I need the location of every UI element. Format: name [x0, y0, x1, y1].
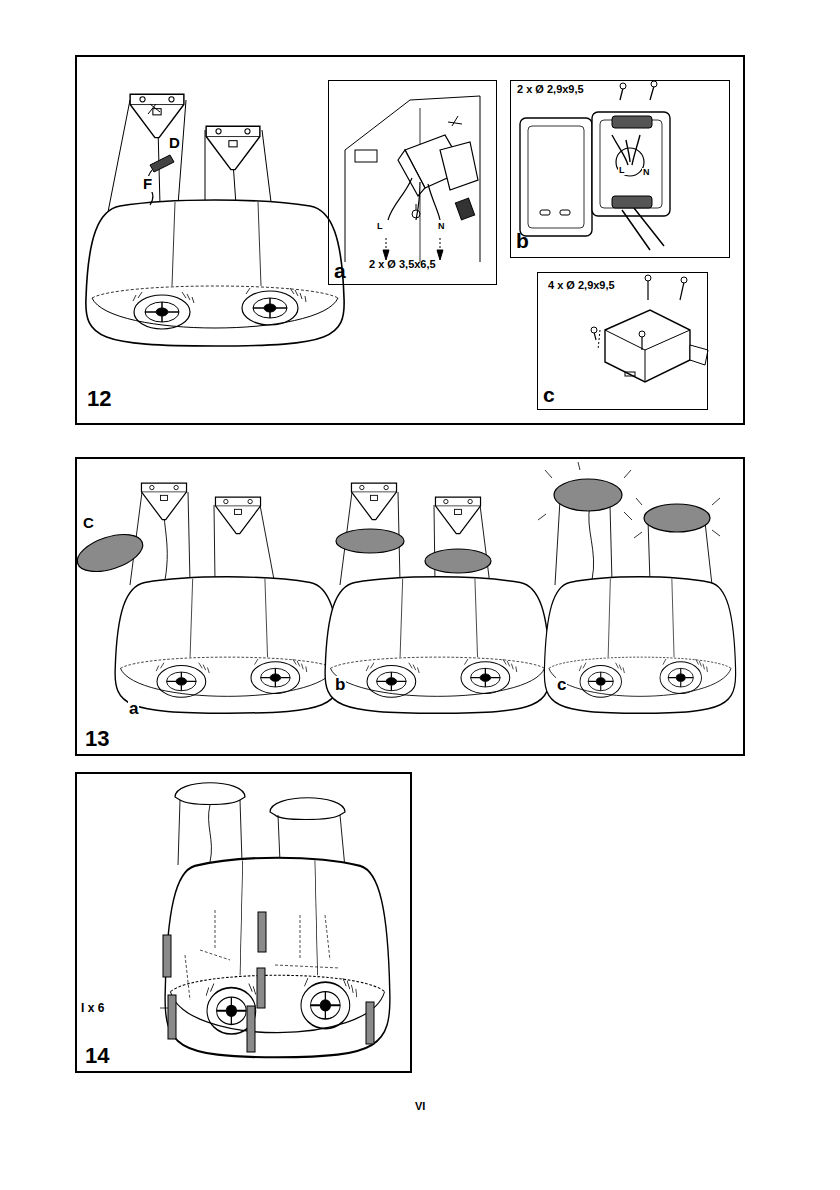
- part-label: N: [437, 222, 446, 231]
- part-label: b: [334, 676, 346, 694]
- closed-box-figure-c: [591, 275, 708, 382]
- part-label: L: [376, 222, 384, 231]
- figure-number: 14: [85, 1044, 109, 1068]
- figure-number: b: [516, 229, 529, 252]
- part-label: N: [642, 168, 651, 177]
- screw-spec: 2 x Ø 3,5x6,5: [369, 258, 436, 270]
- inset-frame: a 2 x Ø 3,5x6,5: [328, 80, 497, 285]
- part-label: a: [128, 700, 139, 718]
- part-label: D: [168, 135, 181, 151]
- figure-frame: 14: [75, 772, 412, 1073]
- part-label: C: [82, 515, 95, 531]
- figure-number: 13: [85, 727, 109, 751]
- screw-spec: 4 x Ø 2,9x9,5: [548, 279, 615, 291]
- junction-box-figure-a: [345, 96, 480, 262]
- hood-figure-12: [86, 94, 344, 346]
- figure-number: c: [543, 383, 555, 406]
- part-label: L: [618, 166, 626, 175]
- figure-frame: 13: [75, 457, 745, 756]
- part-label: c: [556, 676, 567, 694]
- part-label: F: [142, 176, 153, 192]
- part-label: I x 6: [80, 1002, 105, 1015]
- inset-frame: 4 x Ø 2,9x9,5 c: [537, 272, 708, 410]
- hood-figures-13: [73, 462, 736, 713]
- figure-number: a: [334, 259, 346, 282]
- part-label: VI: [414, 1101, 426, 1113]
- figure-number: 12: [87, 387, 111, 411]
- screw-spec: 2 x Ø 2,9x9,5: [517, 83, 584, 95]
- open-box-figure-b: [520, 81, 670, 250]
- hood-figure-14: [160, 783, 390, 1058]
- figure-frame: 12 a 2 x Ø 3,5x6,5 2 x Ø 2,9x9,5 b 4 x Ø 2,9x…: [75, 55, 745, 425]
